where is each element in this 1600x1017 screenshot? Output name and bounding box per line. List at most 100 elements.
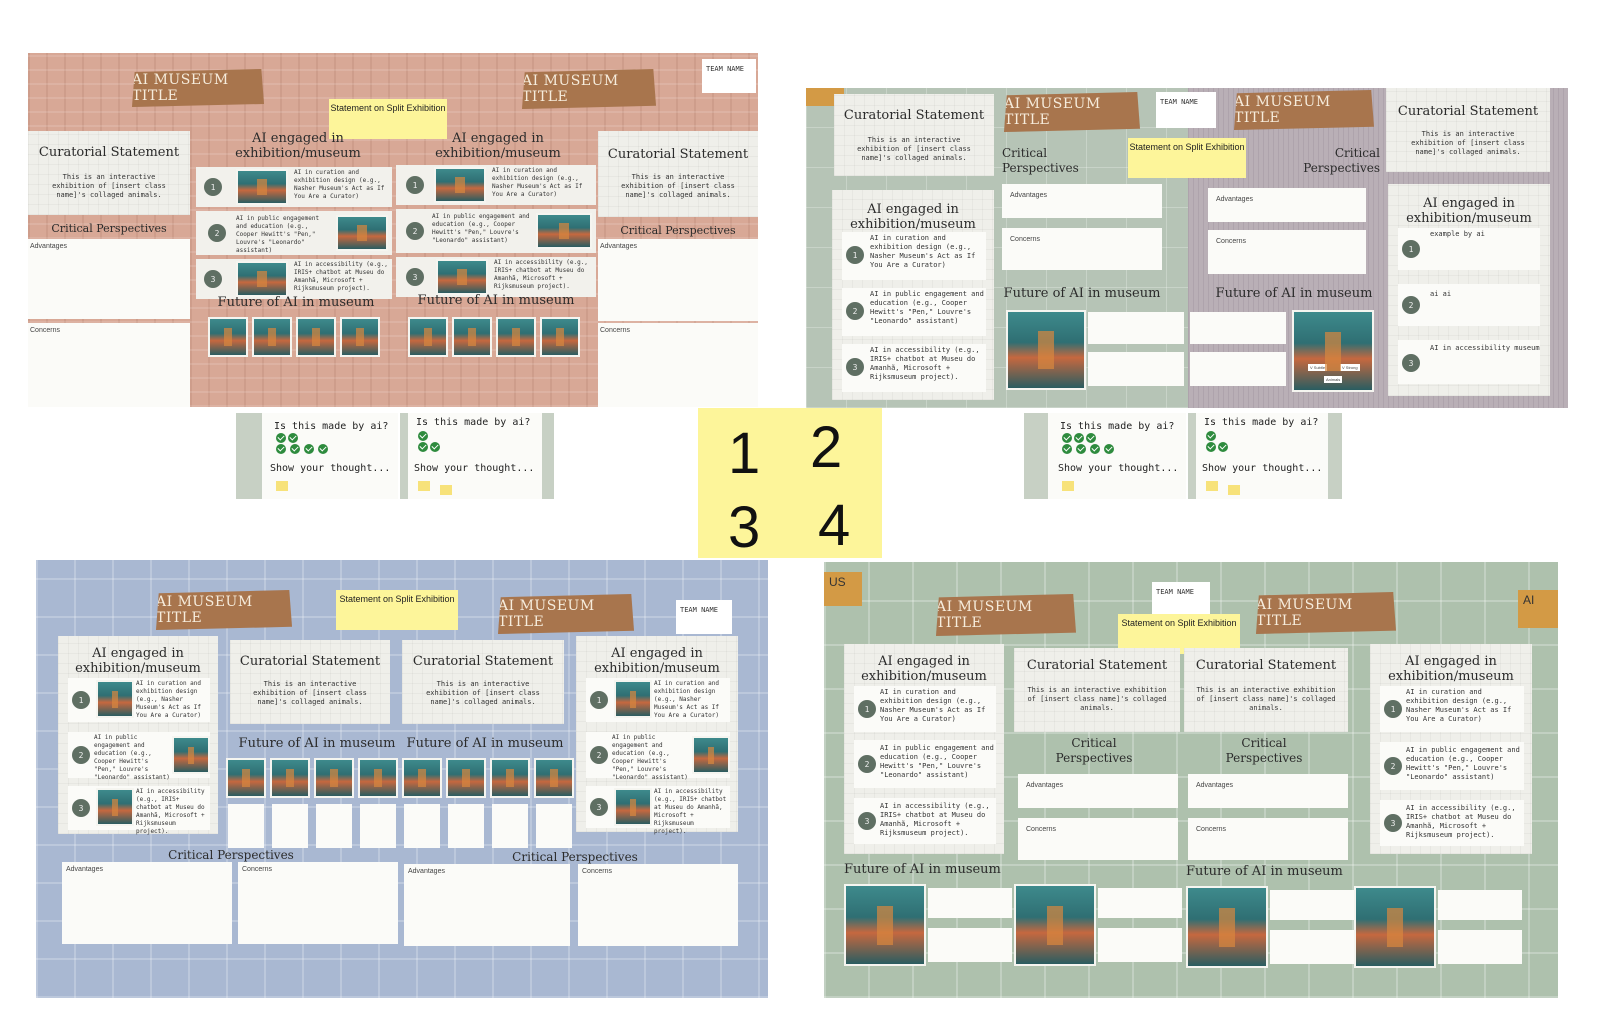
advantages-box-left[interactable]: Advantages (1018, 774, 1178, 808)
team-name-card[interactable]: TEAM NAME (1156, 92, 1216, 128)
future-note[interactable] (536, 804, 572, 848)
future-thumb[interactable] (1354, 886, 1436, 968)
team-name-card[interactable]: TEAM NAME (1152, 582, 1210, 618)
advantages-box-left[interactable]: Advantages (28, 239, 190, 319)
future-thumb-with-buttons[interactable]: V Subtle V Strong Animals (1292, 310, 1374, 392)
concerns-box-right[interactable]: Concerns (1208, 230, 1366, 274)
advantages-box-left[interactable]: Advantages (62, 862, 232, 944)
future-note[interactable] (448, 804, 484, 848)
thumb-button[interactable]: V Subtle (1308, 364, 1328, 371)
split-statement-sticky[interactable]: Statement on Split Exhibition (1118, 614, 1240, 654)
future-thumb[interactable] (408, 317, 448, 357)
advantages-box-right[interactable]: Advantages (1208, 188, 1366, 222)
mini-sticky[interactable] (440, 485, 452, 495)
future-note[interactable] (492, 804, 528, 848)
future-thumb[interactable] (402, 758, 442, 798)
future-note[interactable] (1438, 930, 1522, 964)
concerns-box-left[interactable]: Concerns (28, 323, 190, 407)
future-thumb[interactable] (358, 758, 398, 798)
future-note[interactable] (1438, 890, 1522, 920)
future-thumb[interactable] (296, 317, 336, 357)
team-name-card[interactable]: TEAM NAME (676, 600, 732, 634)
split-statement-sticky[interactable]: Statement on Split Exhibition (336, 590, 458, 630)
future-note[interactable] (1270, 930, 1354, 964)
mini-sticky[interactable] (276, 481, 288, 491)
thumb-button[interactable]: V Strong (1340, 364, 1360, 371)
split-statement-sticky[interactable]: Statement on Split Exhibition (329, 99, 447, 139)
future-thumb[interactable] (252, 317, 292, 357)
future-thumb[interactable] (270, 758, 310, 798)
future-thumb[interactable] (534, 758, 574, 798)
future-thumb[interactable] (208, 317, 248, 357)
future-note[interactable] (228, 804, 264, 848)
future-thumb[interactable] (226, 758, 266, 798)
future-thumb[interactable] (844, 884, 926, 966)
future-note[interactable] (1190, 312, 1286, 344)
question-card-1b[interactable]: Is this made by ai? Show your thought... (400, 413, 554, 499)
future-thumb[interactable] (446, 758, 486, 798)
split-statement-sticky[interactable]: Statement on Split Exhibition (1128, 138, 1246, 178)
future-note[interactable] (928, 928, 1012, 962)
future-thumb[interactable] (452, 317, 492, 357)
future-thumb[interactable] (496, 317, 536, 357)
future-note[interactable] (1270, 890, 1354, 920)
concerns-box-left[interactable]: Concerns (1018, 818, 1178, 860)
thumb-button[interactable]: Animals (1324, 376, 1343, 383)
future-note[interactable] (1088, 352, 1184, 386)
future-note[interactable] (404, 804, 440, 848)
advantages-box-right[interactable]: Advantages (404, 864, 570, 946)
future-note[interactable] (1098, 888, 1182, 918)
future-note[interactable] (316, 804, 352, 848)
future-thumb[interactable] (490, 758, 530, 798)
concerns-box-right[interactable]: Concerns (1188, 818, 1348, 860)
team-name-card[interactable]: TEAM NAME (702, 59, 756, 93)
future-note[interactable] (360, 804, 396, 848)
quadrant-key-sticky[interactable]: 1 2 3 4 (698, 408, 882, 560)
concerns-box-right[interactable]: Concerns (578, 864, 738, 946)
future-note[interactable] (928, 888, 1012, 918)
future-thumb[interactable] (1186, 886, 1268, 968)
future-note[interactable] (1098, 928, 1182, 962)
mini-sticky[interactable] (1228, 485, 1240, 495)
future-thumb[interactable] (1014, 884, 1096, 966)
concerns-box-left[interactable]: Concerns (1002, 228, 1162, 270)
mini-sticky[interactable] (1062, 481, 1074, 491)
future-thumb[interactable] (340, 317, 380, 357)
advantages-box-right[interactable]: Advantages (1188, 774, 1348, 808)
question-card-2a[interactable]: Is this made by ai? Show your thought... (1024, 413, 1186, 499)
future-note[interactable] (1088, 312, 1184, 344)
advantages-box-right[interactable]: Advantages (598, 239, 758, 321)
future-note[interactable] (1190, 352, 1286, 386)
mini-sticky[interactable] (418, 481, 430, 491)
advantages-box-left[interactable]: Advantages (1002, 184, 1162, 218)
future-thumb[interactable] (540, 317, 580, 357)
future-thumb[interactable] (1006, 310, 1086, 390)
question-card-2b[interactable]: Is this made by ai? Show your thought... (1188, 413, 1342, 499)
mini-sticky[interactable] (1206, 481, 1218, 491)
future-note[interactable] (272, 804, 308, 848)
concerns-box-right[interactable]: Concerns (598, 323, 758, 407)
